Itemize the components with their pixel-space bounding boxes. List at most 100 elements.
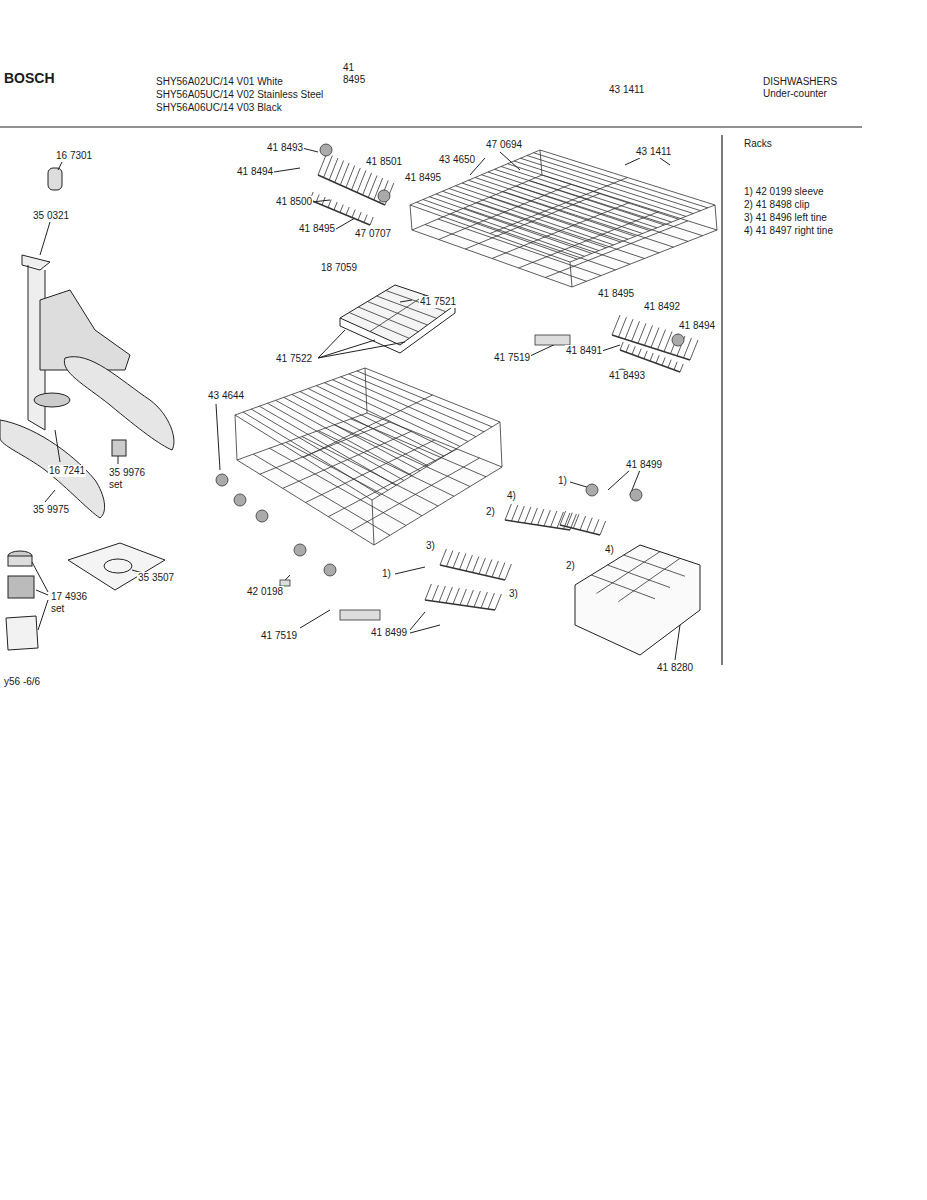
filter-part	[6, 616, 38, 650]
leader-line	[300, 610, 330, 628]
header-text: 3) 41 8496 left tine	[743, 212, 828, 224]
lower-rack	[235, 368, 500, 500]
upper-spray-arm	[64, 357, 174, 450]
tine-row	[505, 504, 511, 520]
tine-row	[466, 555, 472, 571]
leader-line	[216, 404, 220, 470]
upper-rack	[475, 178, 643, 234]
lower-rack	[351, 458, 479, 531]
leader-line	[274, 168, 300, 172]
tine-row	[573, 514, 579, 528]
leader-line	[602, 345, 620, 351]
rack-wheel	[672, 334, 684, 346]
rack-wheel	[378, 190, 390, 202]
rack-wheel	[324, 564, 336, 576]
rack-handle	[535, 335, 570, 345]
callout-number: 42 0198	[246, 586, 284, 598]
header-text: SHY56A06UC/14 V03 Black	[155, 102, 283, 114]
leader-line	[660, 158, 670, 165]
leader-line	[55, 430, 60, 462]
callout-number: 41 8492	[643, 301, 681, 313]
callout-number: 1)	[381, 568, 392, 580]
tine-row	[322, 197, 325, 205]
callout-number: 43 4644	[207, 390, 245, 402]
leader-line	[36, 590, 48, 595]
callout-number: 1)	[557, 475, 568, 487]
tine-row	[638, 349, 641, 357]
callout-number: 3)	[508, 588, 519, 600]
tine-row	[600, 521, 606, 535]
tine-row	[632, 346, 635, 354]
filter-part	[8, 556, 32, 566]
header-text: 1) 42 0199 sleeve	[743, 186, 825, 198]
leader-line	[302, 148, 318, 152]
nozzle-part	[48, 168, 62, 190]
tine-row	[593, 519, 599, 533]
tine-row	[626, 344, 629, 352]
callout-number: 41 8501	[365, 156, 403, 168]
tine-row	[580, 516, 586, 530]
tine-row	[479, 558, 485, 574]
tine-row	[352, 210, 355, 218]
header-text: SHY56A05UC/14 V02 Stainless Steel	[155, 89, 324, 101]
callout-number: 35 3507	[137, 572, 175, 584]
callout-number: 43 4650	[438, 154, 476, 166]
callout-number: y56 -6/6	[3, 676, 41, 688]
header-text: Racks	[743, 138, 773, 150]
pipe-hub	[34, 393, 70, 407]
callout-number: 17 4936 set	[50, 591, 92, 615]
leader-line	[45, 490, 55, 502]
tine-row	[446, 587, 452, 603]
leader-line	[32, 562, 48, 592]
rack-wheel	[320, 144, 332, 156]
tine-row	[474, 591, 480, 607]
leader-line	[395, 567, 425, 574]
tine-row	[425, 584, 431, 600]
header-text: BOSCH	[3, 70, 56, 86]
tine-row	[505, 564, 511, 580]
lower-spray-arm	[0, 420, 105, 518]
tine-row	[486, 560, 492, 576]
header-text: 41 8495	[342, 62, 368, 86]
tine-row	[551, 511, 557, 527]
callout-number: 41 7521	[419, 296, 457, 308]
column-rule	[721, 135, 722, 665]
cutlery-tray	[370, 295, 425, 332]
header-text: SHY56A02UC/14 V01 White	[155, 76, 284, 88]
callout-number: 41 8494	[678, 320, 716, 332]
tine-row	[650, 353, 653, 361]
tine-row	[495, 594, 501, 610]
tine-row	[651, 328, 659, 348]
tine-row	[662, 357, 665, 365]
tine-row	[447, 551, 453, 567]
callout-number: 41 8495	[404, 172, 442, 184]
tine-row	[612, 315, 620, 335]
callout-number: 41 8491	[565, 345, 603, 357]
tine-row	[358, 212, 361, 220]
tine-row	[346, 207, 349, 215]
arm-bearing	[112, 440, 126, 456]
lower-rack	[500, 422, 502, 467]
rack-wheel	[234, 494, 246, 506]
upper-rack	[545, 221, 688, 278]
tine-row	[364, 215, 367, 223]
cutlery-tray	[340, 285, 455, 345]
tine-row	[460, 554, 466, 570]
lower-rack	[235, 415, 237, 460]
rack-handle	[340, 610, 380, 620]
callout-number: 2)	[485, 506, 496, 518]
tine-row	[620, 342, 623, 350]
leader-line	[336, 218, 355, 229]
leader-line	[625, 158, 640, 165]
callout-number: 41 8495	[597, 288, 635, 300]
tine-row	[439, 586, 445, 602]
upper-rack	[410, 150, 715, 262]
plate-hole	[104, 559, 132, 573]
header-text: 4) 41 8497 right tine	[743, 225, 834, 237]
tine-row	[334, 202, 337, 210]
callout-number: 41 8499	[625, 459, 663, 471]
lower-rack	[300, 392, 436, 462]
tine-row	[512, 505, 518, 521]
